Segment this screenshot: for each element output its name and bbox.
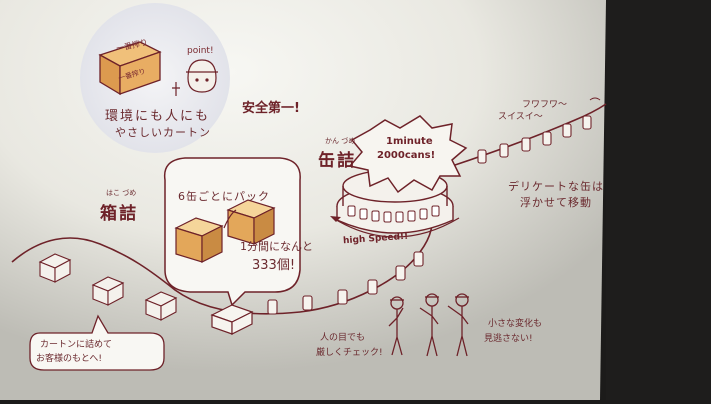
delicate-line-1: デリケートな缶は [508, 180, 604, 193]
point-text: point! [187, 46, 214, 56]
carton-line-1: カートンに詰めて [40, 340, 113, 350]
burst-line-2: 2000cans! [377, 150, 436, 161]
safety-first: 安全第一! [242, 101, 300, 116]
delicate-line-2: 浮かせて移動 [520, 196, 592, 209]
worker-point-icon [172, 59, 218, 96]
suisui-text: スイスイ〜 [498, 112, 543, 122]
carton-line-2: お客様のもとへ! [36, 354, 102, 364]
cans-lower [267, 251, 424, 315]
six-pack-box-2 [226, 199, 276, 245]
eco-line-1: 環境にも人にも [105, 109, 211, 124]
packing-station [210, 304, 254, 335]
canning-heading: 缶詰 [318, 151, 356, 171]
check-line-2: 厳しくチェック! [316, 348, 383, 358]
cans-upper [477, 115, 592, 164]
check-line-1: 人の目でも [320, 333, 366, 343]
side-shadow [606, 0, 711, 400]
per-minute-line-2: 333個! [252, 258, 296, 273]
carton-box-icon [98, 41, 162, 96]
packing-heading: 箱詰 [100, 204, 138, 224]
float-marks [589, 97, 601, 101]
fuwa-text: フワフワ〜 [522, 100, 568, 110]
eco-line-2: やさしいカートン [115, 126, 211, 139]
packing-ruby: はこ づめ [106, 189, 137, 197]
canning-ruby: かん づめ [325, 137, 356, 145]
small-change-line-1: 小さな変化も [488, 319, 543, 329]
carton-speech-bubble [29, 314, 165, 371]
carton-boxes [38, 253, 178, 321]
inspector-workers [388, 293, 469, 357]
speed-arc [332, 217, 460, 238]
machine-cans [347, 205, 440, 223]
small-change-line-2: 見逃さない! [484, 334, 533, 344]
six-pack-box-1 [174, 217, 224, 263]
six-pack-text: 6缶ごとにパック [178, 190, 270, 203]
per-minute-line-1: 1分間になんと [240, 240, 313, 253]
burst-line-1: 1minute [386, 136, 433, 147]
burst-shape [348, 115, 468, 194]
